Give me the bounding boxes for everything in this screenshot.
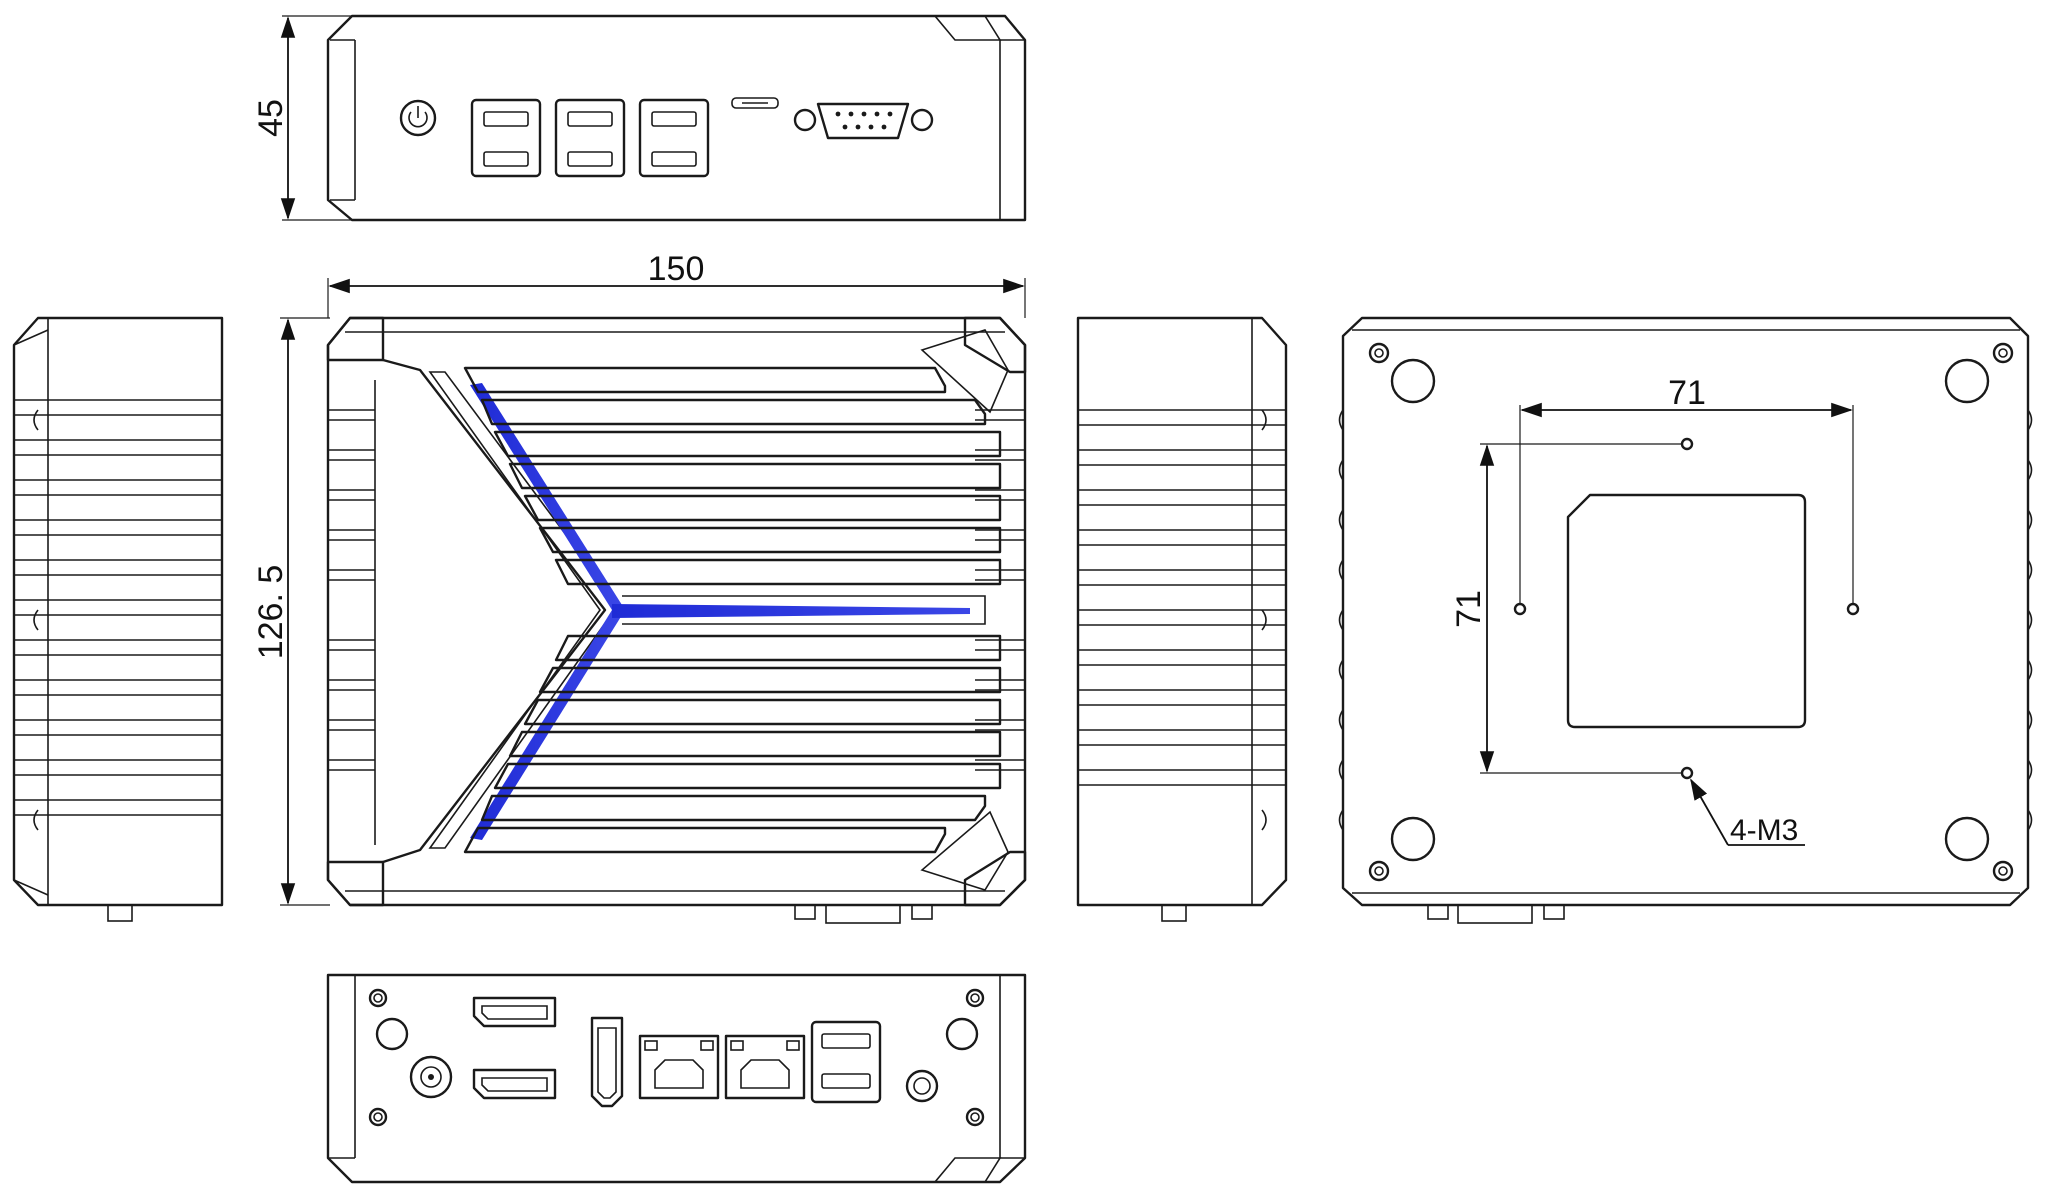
dimension-height-label: 45 (252, 99, 290, 137)
screw-callout: 4-M3 (1690, 778, 1805, 847)
power-icon (399, 99, 437, 137)
ethernet-port-icon (724, 1034, 806, 1100)
dimension-mount-horizontal-label: 71 (1668, 374, 1706, 412)
usb-port-stack-3 (638, 98, 710, 178)
screw-callout-label: 4-M3 (1730, 814, 1798, 847)
rear-connectors-outline (794, 904, 933, 924)
top-view (326, 316, 1027, 924)
side-notches-right (975, 409, 1025, 771)
bottom-view: 71 71 4-M3 (1338, 316, 2033, 924)
audio-jack-icon (905, 1069, 939, 1103)
access-panel (1566, 493, 1807, 729)
serial-port-icon (793, 102, 934, 140)
rubber-feet (1390, 358, 1990, 862)
dimension-height: 45 (252, 15, 352, 221)
dimension-depth: 126. 5 (252, 317, 330, 906)
right-side-view (1076, 316, 1288, 922)
displayport-icon (472, 1068, 557, 1100)
rear-panel-view (326, 973, 1027, 1184)
corner-screws (1368, 342, 2014, 882)
usb-port-stack-2 (554, 98, 626, 178)
displayport-icon (472, 996, 557, 1028)
dc-jack-icon (409, 1055, 453, 1099)
dimension-mount-vertical: 71 (1450, 443, 1682, 774)
side-notches-left (328, 380, 376, 845)
usb-port-stack-1 (470, 98, 542, 178)
heatsink-fins-upper (463, 366, 1002, 625)
front-panel-view (326, 14, 1027, 222)
usb-port-stack-rear (810, 1020, 882, 1104)
dimension-depth-label: 126. 5 (252, 565, 290, 660)
ethernet-port-icon (638, 1034, 720, 1100)
left-side-view (12, 316, 224, 922)
dimension-width: 150 (327, 250, 1026, 318)
hdmi-port-icon (590, 1016, 624, 1108)
dimension-mount-vertical-label: 71 (1450, 590, 1488, 628)
dimension-mount-horizontal: 71 (1519, 374, 1854, 604)
dimension-width-label: 150 (648, 250, 705, 288)
heatsink-fins-lower (463, 634, 1002, 854)
sim-slot-icon (731, 97, 779, 109)
